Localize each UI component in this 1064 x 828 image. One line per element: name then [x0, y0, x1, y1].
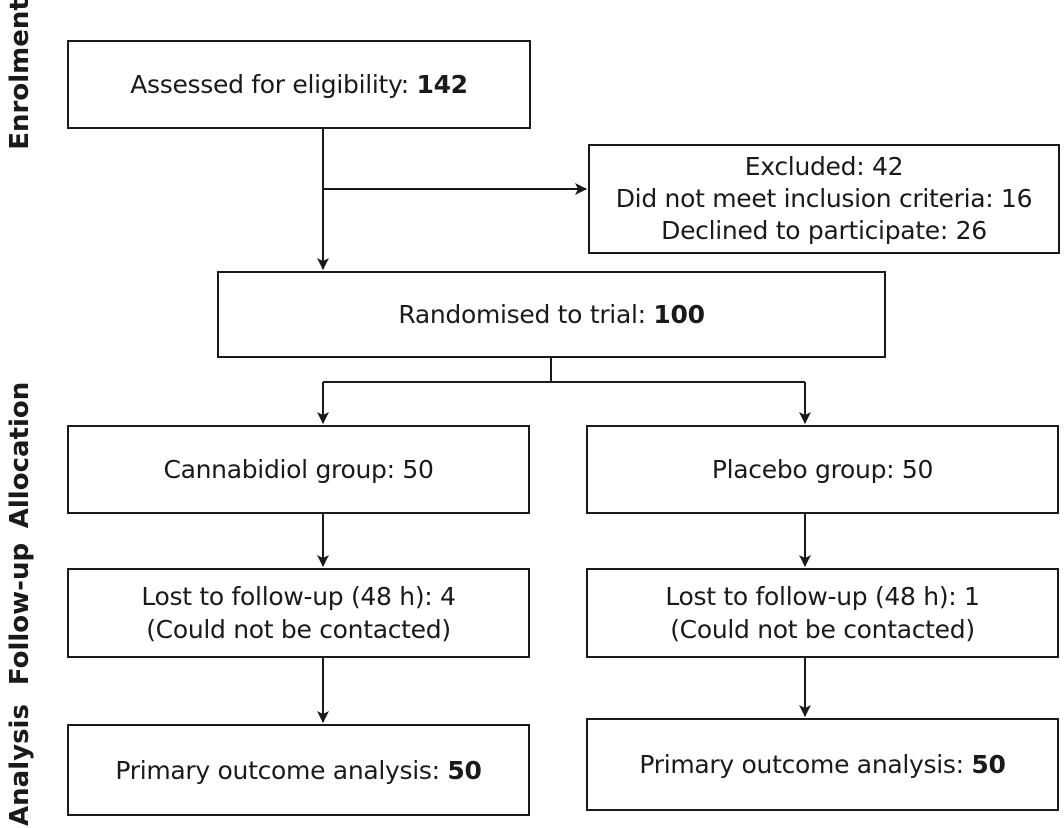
excluded-declined: Declined to participate: 26	[661, 216, 987, 245]
cannabidiol-lost-box: Lost to follow-up (48 h): 4 (Could not b…	[67, 568, 530, 658]
placebo-lost-count: Lost to follow-up (48 h): 1	[665, 582, 980, 611]
cannabidiol-lost-count: Lost to follow-up (48 h): 4	[141, 582, 456, 611]
section-label-follow-up: Follow-up	[5, 542, 35, 686]
placebo-lost-box: Lost to follow-up (48 h): 1 (Could not b…	[586, 568, 1059, 658]
placebo-analysis-count: 50	[971, 750, 1006, 779]
cannabidiol-lost-reason: (Could not be contacted)	[146, 615, 451, 644]
randomised-box: Randomised to trial: 100	[217, 271, 886, 358]
assessed-text: Assessed for eligibility: 142	[130, 68, 468, 101]
cannabidiol-group-label: Cannabidiol group: 50	[163, 455, 434, 484]
cannabidiol-analysis-text: Primary outcome analysis: 50	[115, 754, 482, 787]
placebo-lost-reason: (Could not be contacted)	[670, 615, 975, 644]
randomised-label: Randomised to trial:	[398, 300, 654, 329]
excluded-total: Excluded: 42	[744, 152, 904, 181]
placebo-analysis-text: Primary outcome analysis: 50	[639, 748, 1006, 781]
placebo-group-box: Placebo group: 50	[586, 425, 1059, 514]
assessed-count: 142	[416, 70, 468, 99]
randomised-text: Randomised to trial: 100	[398, 298, 705, 331]
assessed-label: Assessed for eligibility:	[130, 70, 417, 99]
assessed-box: Assessed for eligibility: 142	[67, 40, 531, 129]
cannabidiol-analysis-count: 50	[447, 755, 482, 785]
excluded-box: Excluded: 42 Did not meet inclusion crit…	[588, 144, 1060, 254]
section-label-analysis: Analysis	[5, 704, 35, 826]
cannabidiol-group-box: Cannabidiol group: 50	[67, 425, 530, 514]
section-label-allocation: Allocation	[5, 381, 35, 529]
placebo-analysis-label: Primary outcome analysis:	[639, 750, 972, 779]
cannabidiol-analysis-box: Primary outcome analysis: 50	[67, 724, 530, 816]
placebo-analysis-box: Primary outcome analysis: 50	[586, 718, 1059, 811]
excluded-criteria: Did not meet inclusion criteria: 16	[615, 184, 1033, 213]
placebo-group-label: Placebo group: 50	[711, 455, 934, 484]
cannabidiol-analysis-label: Primary outcome analysis:	[115, 755, 448, 785]
randomised-count: 100	[653, 300, 705, 329]
section-label-enrolment: Enrolment	[5, 0, 35, 150]
